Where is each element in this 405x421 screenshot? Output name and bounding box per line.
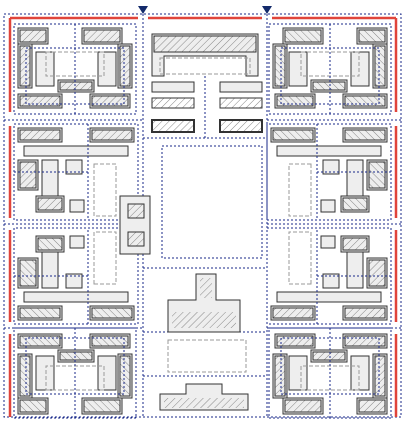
lower-zone [167,339,247,373]
side-module-right-1 [266,123,392,221]
slot-r2 [219,97,263,109]
corner-module-bottom-right [268,327,392,419]
red-walls [8,16,398,417]
side-module-left-2 [13,227,139,325]
slot-l3 [151,119,195,133]
slot-r3 [219,119,263,133]
corner-module [13,23,137,115]
side-module [13,123,139,221]
slot-r1 [219,81,263,93]
central-hall [161,145,263,259]
side-module-right-2 [266,227,392,325]
triangle-marker-icon [262,6,272,14]
slot-l1 [151,81,195,93]
central-top-bay [151,33,263,133]
corner-module-bottom-left [13,327,137,419]
corner-module-top-right [268,23,392,115]
triangle-marker-icon [138,6,148,14]
pillar-block [119,195,151,255]
slot-l2 [151,97,195,109]
